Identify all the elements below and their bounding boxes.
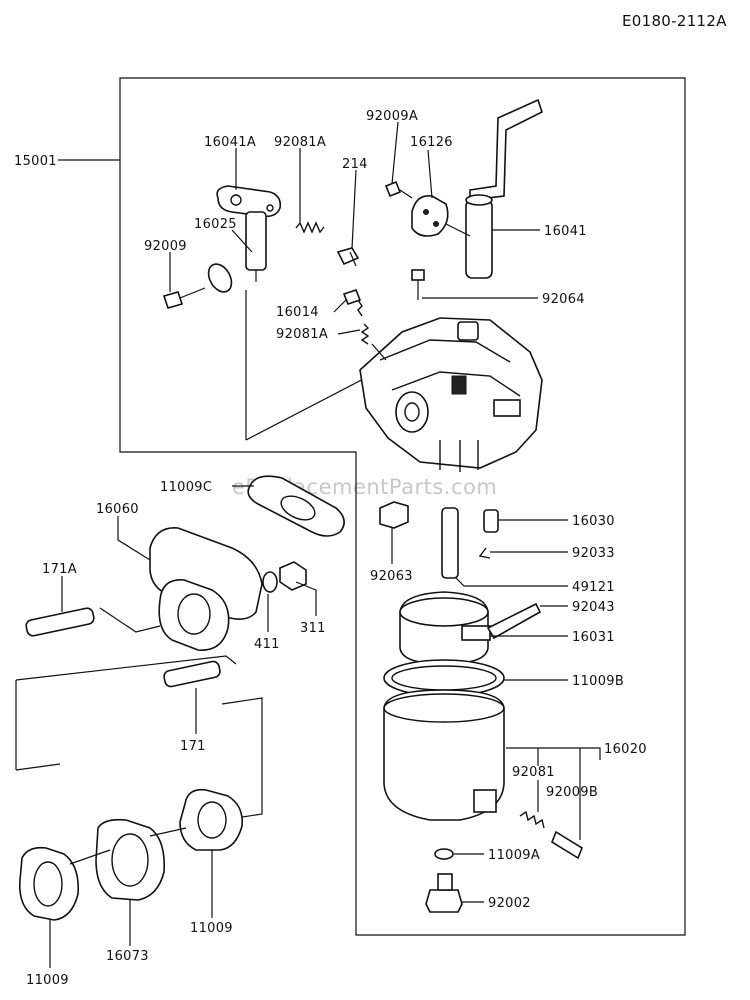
part-label: 11009 (26, 973, 69, 988)
part-label: 92081A (274, 135, 326, 150)
part-label: 171A (42, 562, 77, 577)
part-label: 92009A (366, 109, 418, 124)
part-label: 92063 (370, 569, 413, 584)
part-label: 11009B (572, 674, 624, 689)
part-label: 92002 (488, 896, 531, 911)
part-label: 92043 (572, 600, 615, 615)
part-label: 311 (300, 621, 326, 636)
part-label: 92081A (276, 327, 328, 342)
part-label: 11009C (160, 480, 212, 495)
part-label: 16041 (544, 224, 587, 239)
part-label: 16041A (204, 135, 256, 150)
part-label: 92009B (546, 785, 598, 800)
part-label: 16073 (106, 949, 149, 964)
part-label: 16025 (194, 217, 237, 232)
part-label: 16126 (410, 135, 453, 150)
part-label: 214 (342, 157, 368, 172)
part-label: 11009 (190, 921, 233, 936)
intake-pipe-group (15, 475, 345, 921)
part-label: 16014 (276, 305, 319, 320)
part-label: 16031 (572, 630, 615, 645)
assembly-boundary (58, 77, 686, 936)
part-label: 16020 (604, 742, 647, 757)
diagram-code: E0180-2112A (622, 12, 727, 30)
carburetor-body (342, 269, 543, 472)
part-label: 49121 (572, 580, 615, 595)
part-label: 16030 (572, 514, 615, 529)
part-label: 411 (254, 637, 280, 652)
leader-lines (49, 121, 601, 968)
part-label: 11009A (488, 848, 540, 863)
part-label: 92033 (572, 546, 615, 561)
float-bowl-group (379, 501, 583, 913)
part-label: 92064 (542, 292, 585, 307)
choke-linkage-group (162, 185, 401, 441)
part-label: 15001 (14, 154, 57, 169)
part-label: 16060 (96, 502, 139, 517)
part-label: 92081 (512, 765, 555, 780)
part-number-labels: 15001 16041A 92081A 214 92009A 16126 160… (14, 109, 647, 988)
part-label: 171 (180, 739, 206, 754)
part-label: 92009 (144, 239, 187, 254)
throttle-lever-group (384, 98, 543, 279)
